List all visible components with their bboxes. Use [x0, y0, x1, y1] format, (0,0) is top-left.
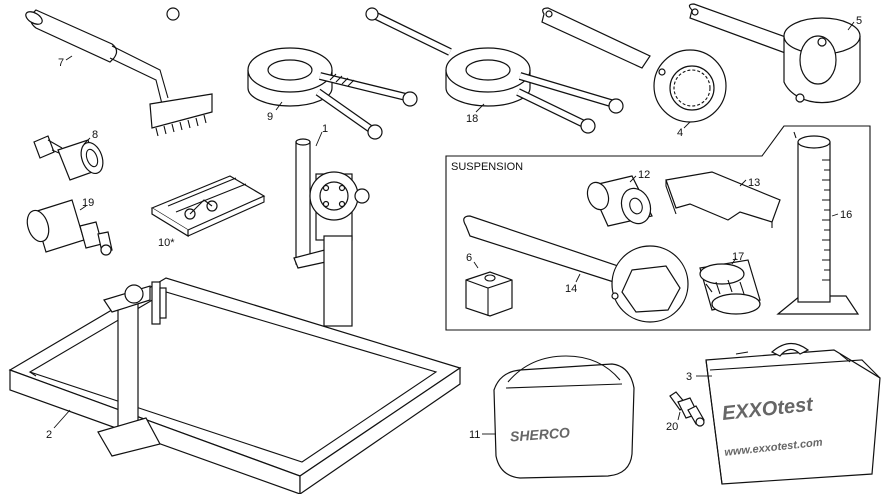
callout-2: 2	[46, 429, 52, 441]
callout-19: 19	[82, 197, 94, 209]
callout-6: 6	[466, 252, 472, 264]
part-3-case: EXXOtest www.exxotest.com	[705, 342, 881, 485]
callout-11: 11	[469, 429, 480, 441]
callout-7: 7	[58, 57, 64, 69]
tool-8-adapter	[33, 135, 104, 181]
tool-19-pin-adapter	[26, 199, 113, 256]
tool-4-spanner	[541, 7, 727, 123]
tool-14-spanner	[463, 215, 689, 323]
suspension-section: SUSPENSION	[445, 125, 871, 331]
callout-1: 1	[322, 123, 328, 135]
callout-3: 3	[686, 371, 692, 383]
callout-12: 12	[638, 169, 650, 181]
tool-20-adapter	[669, 391, 705, 427]
callout-20: 20	[666, 421, 678, 433]
tool-7-handle-scraper	[25, 9, 213, 137]
tool-17-split-collar	[699, 259, 761, 315]
tool-12-sleeve	[586, 175, 653, 227]
callout-17: 17	[732, 251, 744, 263]
part-11-bag: SHERCO	[493, 355, 635, 479]
tool-13-shim	[665, 171, 781, 228]
callout-14: 14	[565, 283, 577, 295]
callout-4: 4	[677, 127, 683, 139]
tool-18-puller	[365, 7, 624, 134]
callout-16: 16	[840, 209, 852, 221]
callout-18: 18	[466, 113, 478, 125]
part-1-stand	[293, 138, 370, 327]
callout-13: 13	[748, 177, 760, 189]
callout-8: 8	[92, 129, 98, 141]
part-2-tray	[8, 277, 462, 494]
bag-brand-label: SHERCO	[509, 424, 570, 444]
callout-10: 10*	[158, 237, 175, 249]
tool-6-block	[465, 271, 513, 317]
tool-16-measuring-cylinder	[776, 131, 860, 315]
tool-5-socket-wrench	[688, 3, 861, 104]
tool-9-puller	[166, 7, 418, 140]
section-title: SUSPENSION	[451, 161, 523, 173]
callout-9: 9	[267, 111, 273, 123]
callout-5: 5	[856, 15, 862, 27]
part-10-manual	[150, 175, 266, 238]
